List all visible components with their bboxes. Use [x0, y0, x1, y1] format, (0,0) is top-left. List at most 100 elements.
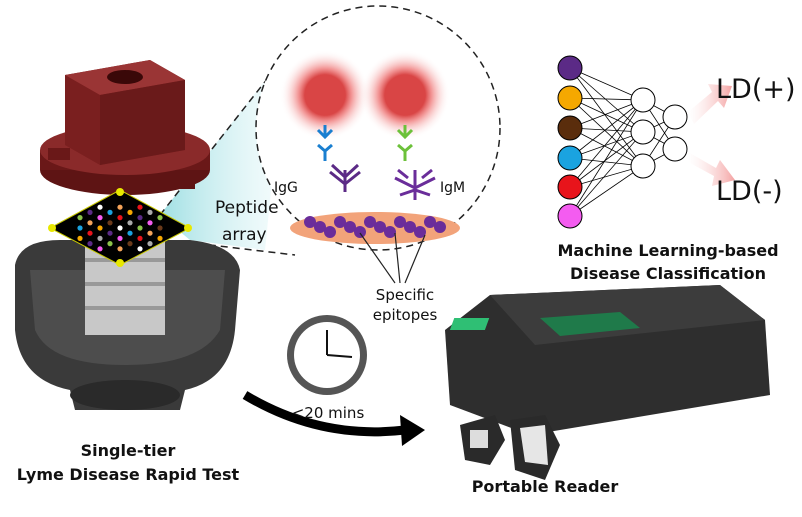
epitope-beads: [304, 216, 446, 238]
nn-hidden-node: [662, 104, 688, 130]
peptide-array: [48, 188, 192, 267]
array-spot: [117, 204, 123, 210]
nn-input-node: [557, 55, 583, 81]
epitopes-label-line2: epitopes: [373, 306, 438, 324]
rapid-test-label-line2: Lyme Disease Rapid Test: [17, 465, 240, 484]
array-spot: [157, 235, 163, 241]
nn-edge: [569, 99, 644, 217]
nn-edge: [569, 165, 644, 188]
red-cap: [40, 60, 210, 195]
array-spot: [77, 215, 83, 221]
array-marker: [116, 188, 124, 196]
nn-hidden-node: [630, 119, 656, 145]
epitope-bead: [314, 221, 326, 233]
array-spot: [97, 235, 103, 241]
array-spot: [107, 209, 113, 215]
nn-edge: [569, 99, 644, 188]
zoom-cone: [160, 55, 285, 250]
array-spot: [97, 246, 103, 252]
array-spot: [117, 215, 123, 221]
array-spot: [107, 230, 113, 236]
peptide-label-line1: Peptide: [215, 198, 279, 218]
array-spot: [97, 215, 103, 221]
epitopes-label-line1: Specific: [376, 286, 434, 304]
nn-edge: [569, 165, 644, 217]
array-spot: [77, 235, 83, 241]
array-spot: [147, 220, 153, 226]
array-spot: [147, 241, 153, 247]
array-spot: [137, 215, 143, 221]
epitope-bead: [374, 221, 386, 233]
nn-hidden-node: [630, 87, 656, 113]
nn-input-node: [557, 145, 583, 171]
epitope-bead: [364, 216, 376, 228]
array-spot: [77, 225, 83, 231]
nn-edge: [569, 127, 644, 167]
array-spot: [97, 204, 103, 210]
epitope-bead: [434, 221, 446, 233]
array-spot: [137, 204, 143, 210]
array-spot: [157, 215, 163, 221]
array-spot: [157, 225, 163, 231]
array-spot: [117, 235, 123, 241]
array-marker: [116, 259, 124, 267]
nn-edge: [569, 97, 644, 167]
nn-input-node: [557, 115, 583, 141]
igg-label: IgG: [274, 180, 298, 196]
epitope-bead: [354, 226, 366, 238]
array-spot: [107, 241, 113, 247]
epitope-bead: [404, 221, 416, 233]
nn-edge: [569, 67, 644, 167]
nn-input-node: [557, 174, 583, 200]
array-spot: [87, 220, 93, 226]
igg-antibody: [316, 125, 361, 192]
epitope-bead: [334, 216, 346, 228]
array-spot: [87, 230, 93, 236]
array-spot: [147, 230, 153, 236]
nn-edge: [569, 97, 644, 133]
nn-edge: [569, 67, 644, 101]
portable-reader: [445, 285, 770, 480]
classification-title-line2: Disease Classification: [570, 264, 766, 283]
nn-edge: [569, 99, 644, 129]
nn-hidden-node: [662, 136, 688, 162]
epitope-bead: [384, 226, 396, 238]
peptide-label-line2: array: [222, 225, 267, 245]
clock-icon: [287, 315, 367, 395]
array-spot: [87, 241, 93, 247]
nn-edge: [569, 67, 644, 133]
epitope-bead: [344, 221, 356, 233]
array-spot: [127, 241, 133, 247]
epitope-bead: [424, 216, 436, 228]
epitope-bead: [304, 216, 316, 228]
time-label: <20 mins: [292, 404, 365, 422]
reader-label: Portable Reader: [472, 477, 619, 496]
array-marker: [184, 224, 192, 232]
array-marker: [48, 224, 56, 232]
time-arrow: [242, 391, 406, 437]
neural-network: [557, 55, 688, 229]
rapid-test-label-line1: Single-tier: [81, 441, 176, 460]
classification-title-line1: Machine Learning-based: [557, 241, 778, 260]
test-cartridge: [15, 240, 240, 410]
array-spot: [137, 225, 143, 231]
epitope-bead: [394, 216, 406, 228]
array-spot: [137, 235, 143, 241]
positive-arrow: [688, 84, 732, 124]
nn-input-node: [557, 85, 583, 111]
nn-edge: [569, 131, 644, 217]
ld-positive-label: LD(+): [716, 74, 796, 105]
array-spot: [137, 246, 143, 252]
igm-label: IgM: [440, 180, 465, 196]
ld-negative-label: LD(-): [716, 176, 783, 207]
array-spot: [117, 225, 123, 231]
array-spot: [107, 220, 113, 226]
array-spot: [97, 225, 103, 231]
array-spot: [87, 209, 93, 215]
negative-arrow: [688, 152, 735, 186]
epitope-bead: [324, 226, 336, 238]
igm-antibody: [394, 125, 436, 200]
epitope-bead: [414, 226, 426, 238]
array-spot: [127, 230, 133, 236]
